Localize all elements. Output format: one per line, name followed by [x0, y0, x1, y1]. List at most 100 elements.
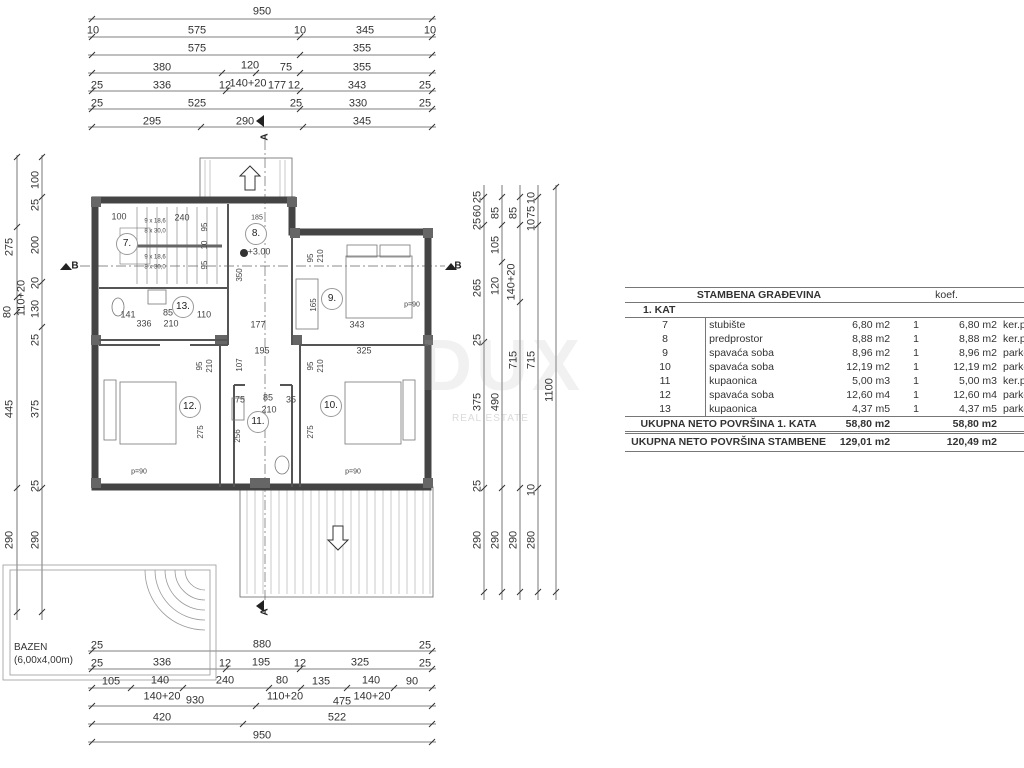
row-koef: 1 — [913, 388, 919, 401]
stair-spec: 9 x 18,6 — [144, 218, 166, 225]
dim: 120 — [240, 59, 260, 72]
dimension-lines — [16, 18, 557, 743]
dim: 85 — [507, 206, 520, 220]
dim: 75 — [279, 61, 293, 74]
dim: 140+20 — [143, 690, 181, 703]
total-building-area: 129,01 m2 — [832, 432, 894, 452]
dim: 10 — [525, 218, 538, 232]
section-a-top: A — [259, 133, 271, 141]
dim: 140 — [150, 674, 170, 687]
dim: 345 — [352, 115, 372, 128]
dim: 95 — [306, 253, 315, 263]
dim: p=90 — [345, 468, 361, 476]
row-no: 12 — [659, 388, 671, 401]
room-8-label: 8. — [245, 223, 267, 245]
row-net: 12,60 m4 — [953, 388, 997, 401]
room-7-label: 7. — [116, 233, 138, 255]
dim: 195 — [251, 656, 271, 669]
stair-spec: 8 x 30,0 — [144, 264, 166, 271]
row-no: 11 — [659, 374, 671, 387]
dim: 575 — [187, 24, 207, 37]
dim: 295 — [142, 115, 162, 128]
dim: 25 — [90, 97, 104, 110]
row-area: 5,00 m3 — [852, 374, 891, 387]
dim: 355 — [352, 42, 372, 55]
pool-label: BAZEN (6,00x4,00m) — [14, 641, 73, 667]
section-arrows — [60, 115, 457, 612]
dim: 345 — [355, 24, 375, 37]
row-name: kupaonica — [705, 374, 833, 388]
row-area: 4,37 m5 — [852, 402, 891, 415]
stair-spec: 9 x 18,6 — [144, 254, 166, 261]
row-no: 7 — [662, 318, 668, 331]
dim: 75 — [234, 394, 246, 405]
dim: 10 — [200, 240, 209, 250]
pool — [2, 564, 217, 681]
dim: 380 — [152, 61, 172, 74]
row-floor: ker.pl — [1002, 374, 1024, 387]
row-area: 8,88 m2 — [852, 332, 891, 345]
dim: 60 — [471, 204, 484, 218]
total-building-label: UKUPNA NETO POVRŠINA STAMBENE — [625, 432, 833, 452]
dim: 880 — [252, 638, 272, 651]
row-net: 4,37 m5 — [959, 402, 997, 415]
dim: 290 — [489, 530, 502, 550]
direction-arrows — [238, 165, 350, 551]
row-net: 5,00 m3 — [959, 374, 997, 387]
row-name: stubište — [705, 317, 833, 332]
dim: 325 — [356, 345, 372, 356]
dim: 90 — [405, 675, 419, 688]
dim: 930 — [185, 694, 205, 707]
dim: 210 — [316, 359, 325, 373]
row-floor: parke — [1002, 346, 1024, 359]
dim: 100 — [29, 170, 42, 190]
dim: 265 — [471, 278, 484, 298]
dim: 140+20 — [229, 77, 267, 90]
dim: 177 — [250, 319, 266, 330]
dim: 25 — [29, 333, 42, 347]
dim: 210 — [205, 359, 214, 373]
row-koef: 1 — [913, 318, 919, 331]
row-floor: ker.pl — [1002, 318, 1024, 331]
row-no: 10 — [659, 360, 671, 373]
total-floor-net: 58,80 m2 — [939, 416, 1000, 434]
dim: 240 — [215, 674, 235, 687]
dim: 25 — [418, 79, 432, 92]
dim: 343 — [347, 79, 367, 92]
dim: 80 — [275, 674, 289, 687]
dim: 715 — [507, 350, 520, 370]
room-13-label: 13. — [172, 296, 194, 318]
dim: 12 — [287, 79, 301, 92]
watermark-subtitle: REAL ESTATE — [452, 413, 529, 424]
dim: 25 — [471, 479, 484, 493]
row-koef: 1 — [913, 360, 919, 373]
row-koef: 1 — [913, 346, 919, 359]
dim: 100 — [111, 211, 127, 222]
dim: 275 — [306, 425, 315, 439]
interior-walls — [99, 204, 428, 487]
row-koef: 1 — [913, 332, 919, 345]
row-area: 12,60 m4 — [846, 388, 891, 401]
dim: 135 — [311, 675, 331, 688]
dim: 25 — [418, 97, 432, 110]
dim: p=90 — [131, 468, 147, 476]
balconies — [199, 157, 434, 598]
row-net: 8,88 m2 — [959, 332, 997, 345]
dim: 343 — [349, 319, 365, 330]
dim: 85 — [262, 392, 274, 403]
room-12-label: 12. — [179, 396, 201, 418]
dim: 140 — [361, 674, 381, 687]
dim: 25 — [418, 657, 432, 670]
dim: 1100 — [543, 378, 556, 402]
dim: 290 — [471, 530, 484, 550]
section-b-left: B — [71, 260, 79, 272]
row-name: spavaća soba — [705, 360, 833, 374]
row-floor: ker.pl — [1002, 332, 1024, 345]
row-floor: parke — [1002, 360, 1024, 373]
watermark-logo: DUX — [420, 326, 585, 406]
dim: 25 — [90, 639, 104, 652]
